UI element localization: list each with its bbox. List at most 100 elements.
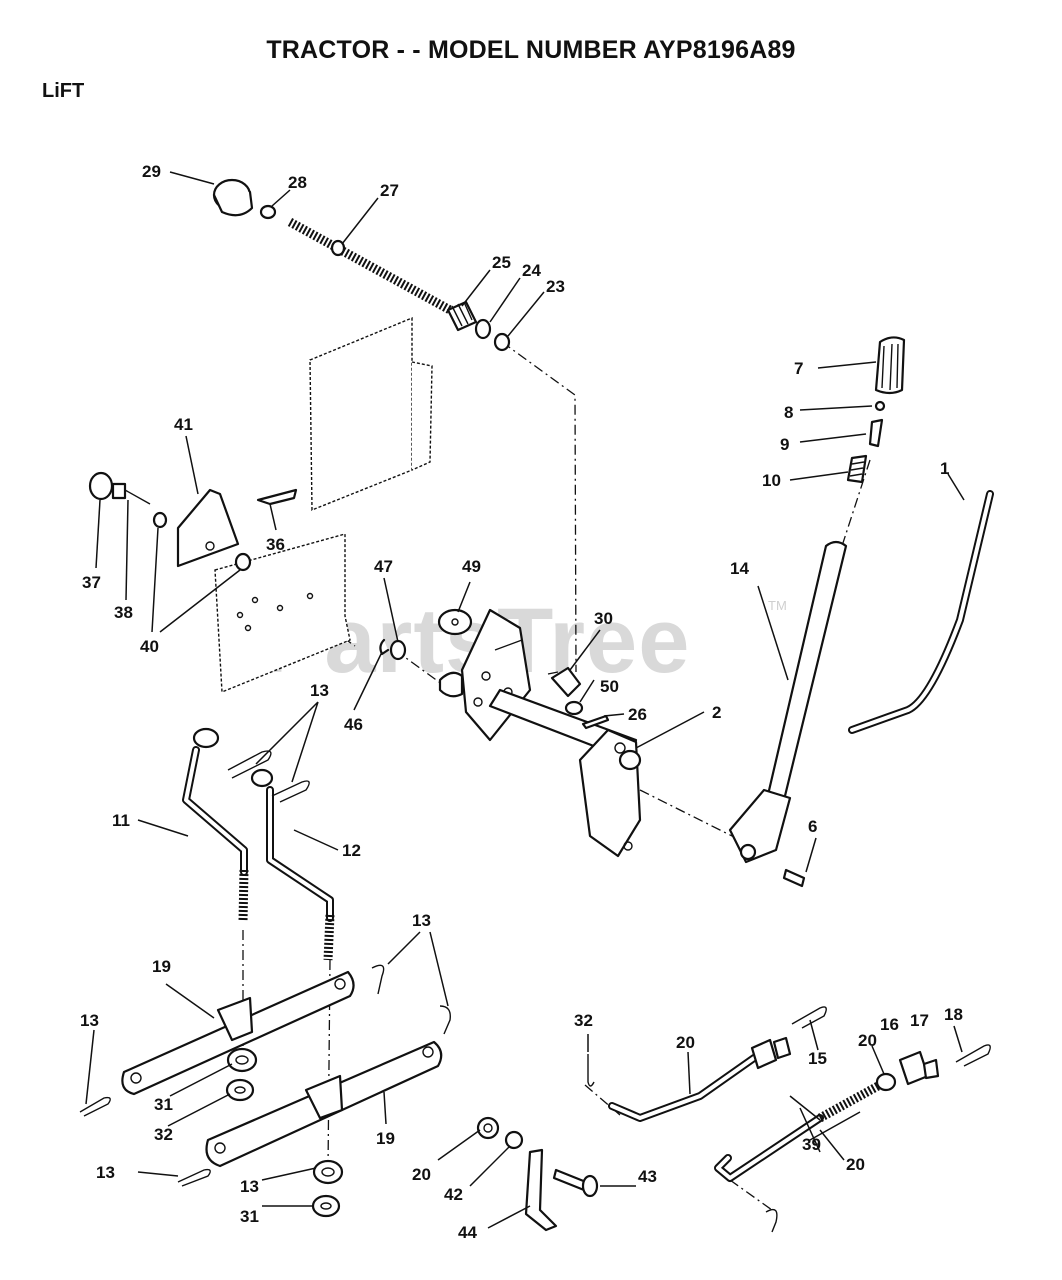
callout-1: 1 <box>940 459 949 478</box>
pin-part-26 <box>581 714 610 730</box>
callout-31-a: 31 <box>154 1095 173 1114</box>
washer-part-49 <box>437 608 473 636</box>
bolt-part-6 <box>782 868 806 888</box>
callout-9: 9 <box>780 435 789 454</box>
callout-50: 50 <box>600 677 619 696</box>
callout-13-d: 13 <box>96 1163 115 1182</box>
callout-2: 2 <box>712 703 721 722</box>
section-label: LiFT <box>42 80 85 102</box>
callout-49: 49 <box>462 557 481 576</box>
page-title: TRACTOR - - MODEL NUMBER AYP8196A89 <box>266 36 796 64</box>
callout-23: 23 <box>546 277 565 296</box>
ring-part-46 <box>379 638 390 656</box>
callout-27: 27 <box>380 181 399 200</box>
bracket-part-39 <box>524 1148 558 1232</box>
rod-part-1 <box>848 490 994 734</box>
lift-handle-part-14 <box>728 540 848 864</box>
washer-part-24 <box>474 318 492 340</box>
lift-link-part-11 <box>182 727 249 923</box>
lift-arm-part-19a <box>121 970 355 1096</box>
callout-20-a: 32 <box>574 1011 593 1030</box>
reference-panel <box>214 316 433 694</box>
lift-arm-part-19b <box>205 1040 443 1168</box>
callout-36: 36 <box>266 535 285 554</box>
washer-part-50 <box>564 700 584 716</box>
callout-15-a: 20 <box>676 1033 695 1052</box>
clips-part-20 <box>587 1006 991 1233</box>
bushing-part-31a <box>226 1047 258 1073</box>
callout-37: 37 <box>82 573 101 592</box>
callout-17: 16 <box>880 1015 899 1034</box>
callout-43: 42 <box>444 1185 463 1204</box>
callout-13-c: 13 <box>80 1011 99 1030</box>
callout-12: 12 <box>342 841 361 860</box>
spring-part-10 <box>846 454 868 484</box>
washer-part-43 <box>504 1130 524 1150</box>
callout-31-b: 13 <box>240 1177 259 1196</box>
callout-13-b: 13 <box>412 911 431 930</box>
washer-part-40b <box>234 552 252 572</box>
callout-24: 24 <box>522 261 541 280</box>
callout-40: 40 <box>140 637 159 656</box>
bushing-part-31b <box>312 1159 344 1185</box>
callout-11: 11 <box>112 811 130 830</box>
washer-part-47 <box>389 639 407 661</box>
callout-18: 17 <box>910 1011 929 1030</box>
callout-32-b: 31 <box>240 1207 259 1226</box>
callout-25: 25 <box>492 253 511 272</box>
callout-19-b: 19 <box>376 1129 395 1148</box>
washer-part-28 <box>259 204 277 220</box>
callout-7: 7 <box>794 359 803 378</box>
callout-6: 6 <box>808 817 817 836</box>
callout-32-a: 32 <box>154 1125 173 1144</box>
nut-part-42 <box>476 1116 500 1140</box>
callout-15-b: 20 <box>846 1155 865 1174</box>
threaded-rod-part-27 <box>287 218 453 314</box>
callout-14: 14 <box>730 559 749 578</box>
hairpin-clips-part-13 <box>79 750 451 1187</box>
callout-20-c: 18 <box>944 1005 963 1024</box>
bracket-part-41 <box>176 488 240 568</box>
callout-13-a: 13 <box>310 681 329 700</box>
callout-38: 38 <box>114 603 133 622</box>
callout-19-a: 19 <box>152 957 171 976</box>
callout-44: 43 <box>638 1167 657 1186</box>
lift-link-part-12 <box>250 768 335 961</box>
callout-26: 26 <box>628 705 647 724</box>
adjuster-rod-part-15a <box>608 1036 792 1122</box>
callout-29: 29 <box>142 162 161 181</box>
nut-part-16 <box>875 1072 897 1092</box>
spring-part-25 <box>446 300 478 332</box>
callout-labels: 29 28 27 25 24 23 7 8 9 10 1 41 37 38 40… <box>80 162 963 1242</box>
leader-lines <box>85 171 965 1229</box>
washer-part-40a <box>152 511 168 529</box>
pin-part-9 <box>868 418 884 448</box>
callout-42: 20 <box>412 1165 431 1184</box>
callout-20-b: 15 <box>808 1049 827 1068</box>
callout-46: 46 <box>344 715 363 734</box>
adjuster-rod-part-15b <box>714 1082 881 1182</box>
knob-part-29 <box>212 178 254 217</box>
ball-part-8 <box>874 400 886 412</box>
handle-grip-part-7 <box>874 336 906 395</box>
callout-41: 41 <box>174 415 193 434</box>
callout-8: 8 <box>784 403 793 422</box>
bolt-part-30 <box>547 666 582 698</box>
nut-part-23 <box>493 332 511 352</box>
bolt-part-44 <box>552 1168 599 1198</box>
callout-30: 30 <box>594 609 613 628</box>
lift-shaft-assembly <box>438 608 642 858</box>
callout-39: 44 <box>458 1223 477 1242</box>
callout-28: 28 <box>288 173 307 192</box>
callout-16: 20 <box>858 1031 877 1050</box>
callout-10: 10 <box>762 471 781 490</box>
pin-part-18 <box>922 1058 940 1080</box>
callout-20-d: 39 <box>802 1135 821 1154</box>
bolt-part-38 <box>111 482 151 505</box>
ring-part-37 <box>88 471 114 501</box>
nut-part-32b <box>311 1194 341 1218</box>
nut-part-32a <box>225 1078 255 1102</box>
watermark-tm: TM <box>768 598 787 613</box>
clip-part-36 <box>256 488 298 506</box>
